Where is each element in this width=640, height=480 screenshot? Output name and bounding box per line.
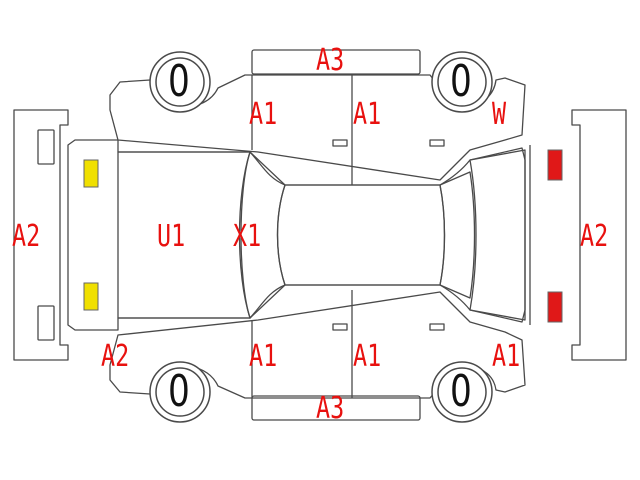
roof-strip-top — [251, 49, 421, 75]
label-front-bumper: A2 — [12, 219, 41, 254]
label-top-rear-quarter: W — [492, 97, 507, 132]
wheel-rear-right-rim — [437, 367, 487, 417]
tire-value-front-left: 0 — [168, 56, 190, 107]
front-bumper — [13, 109, 69, 361]
front-bumper-slot-bottom — [37, 305, 55, 341]
taillamp-top — [547, 149, 563, 181]
label-top-rear-door: A1 — [353, 97, 382, 132]
bottom-handle-2 — [429, 323, 445, 331]
label-bottom-front-door: A1 — [249, 339, 278, 374]
trunk — [469, 149, 526, 321]
label-top-front-door: A1 — [249, 97, 278, 132]
wheel-rear-left — [431, 51, 493, 113]
label-roof-top: A3 — [316, 43, 345, 78]
wheel-front-right — [149, 361, 211, 423]
tire-value-front-right: 0 — [168, 366, 190, 417]
rear-bumper — [571, 109, 627, 361]
roof — [276, 184, 446, 286]
bottom-handle-1 — [332, 323, 348, 331]
label-bottom-rear-quarter: A1 — [492, 339, 521, 374]
roof-strip-bottom — [251, 395, 421, 421]
headlamp-bottom — [83, 282, 99, 311]
tire-value-rear-left: 0 — [450, 56, 472, 107]
wheel-front-right-rim — [155, 367, 205, 417]
wheel-front-left-rim — [155, 57, 205, 107]
tire-value-rear-right: 0 — [450, 366, 472, 417]
wheel-front-left — [149, 51, 211, 113]
headlamp-top — [83, 159, 99, 188]
label-bottom-front-fender: A2 — [101, 339, 130, 374]
wheel-rear-right — [431, 361, 493, 423]
taillamp-bottom — [547, 291, 563, 323]
label-hood: U1 — [157, 219, 186, 254]
body-outline — [67, 139, 526, 331]
label-windshield: X1 — [233, 219, 262, 254]
top-handle-1 — [332, 139, 348, 147]
label-rear-bumper: A2 — [580, 219, 609, 254]
front-bumper-slot-top — [37, 129, 55, 165]
wheel-rear-left-rim — [437, 57, 487, 107]
top-handle-2 — [429, 139, 445, 147]
label-roof-bottom: A3 — [316, 391, 345, 426]
label-bottom-rear-door: A1 — [353, 339, 382, 374]
rear-window — [439, 171, 476, 299]
